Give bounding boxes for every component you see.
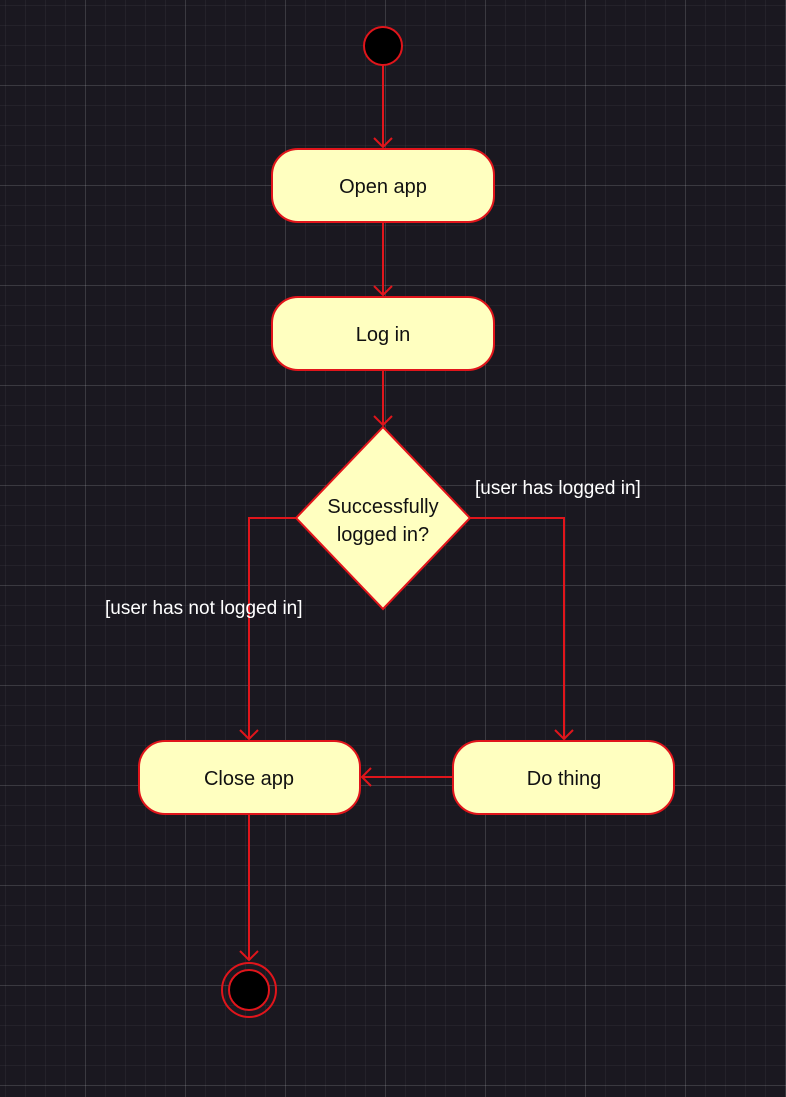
guard-not-logged-in: [user has not logged in] (105, 598, 303, 619)
action-close-app-label: Close app (204, 768, 294, 790)
final-node[interactable] (221, 962, 277, 1018)
edge-decision-to-do-thing (470, 517, 574, 741)
initial-node[interactable] (363, 26, 403, 66)
guard-logged-in: [user has logged in] (475, 478, 641, 499)
action-do-thing-label: Do thing (527, 768, 602, 790)
action-log-in-label: Log in (356, 324, 411, 346)
action-close-app[interactable]: Close app (138, 740, 361, 815)
action-do-thing[interactable]: Do thing (452, 740, 675, 815)
decision-label-line1: Successfully (327, 496, 438, 518)
action-open-app[interactable]: Open app (271, 148, 495, 223)
edge-decision-to-close-app (239, 517, 296, 741)
decision-logged-in[interactable]: Successfully logged in? (294, 425, 472, 611)
action-open-app-label: Open app (339, 176, 427, 198)
decision-label-line2: logged in? (337, 524, 429, 546)
action-log-in[interactable]: Log in (271, 296, 495, 371)
